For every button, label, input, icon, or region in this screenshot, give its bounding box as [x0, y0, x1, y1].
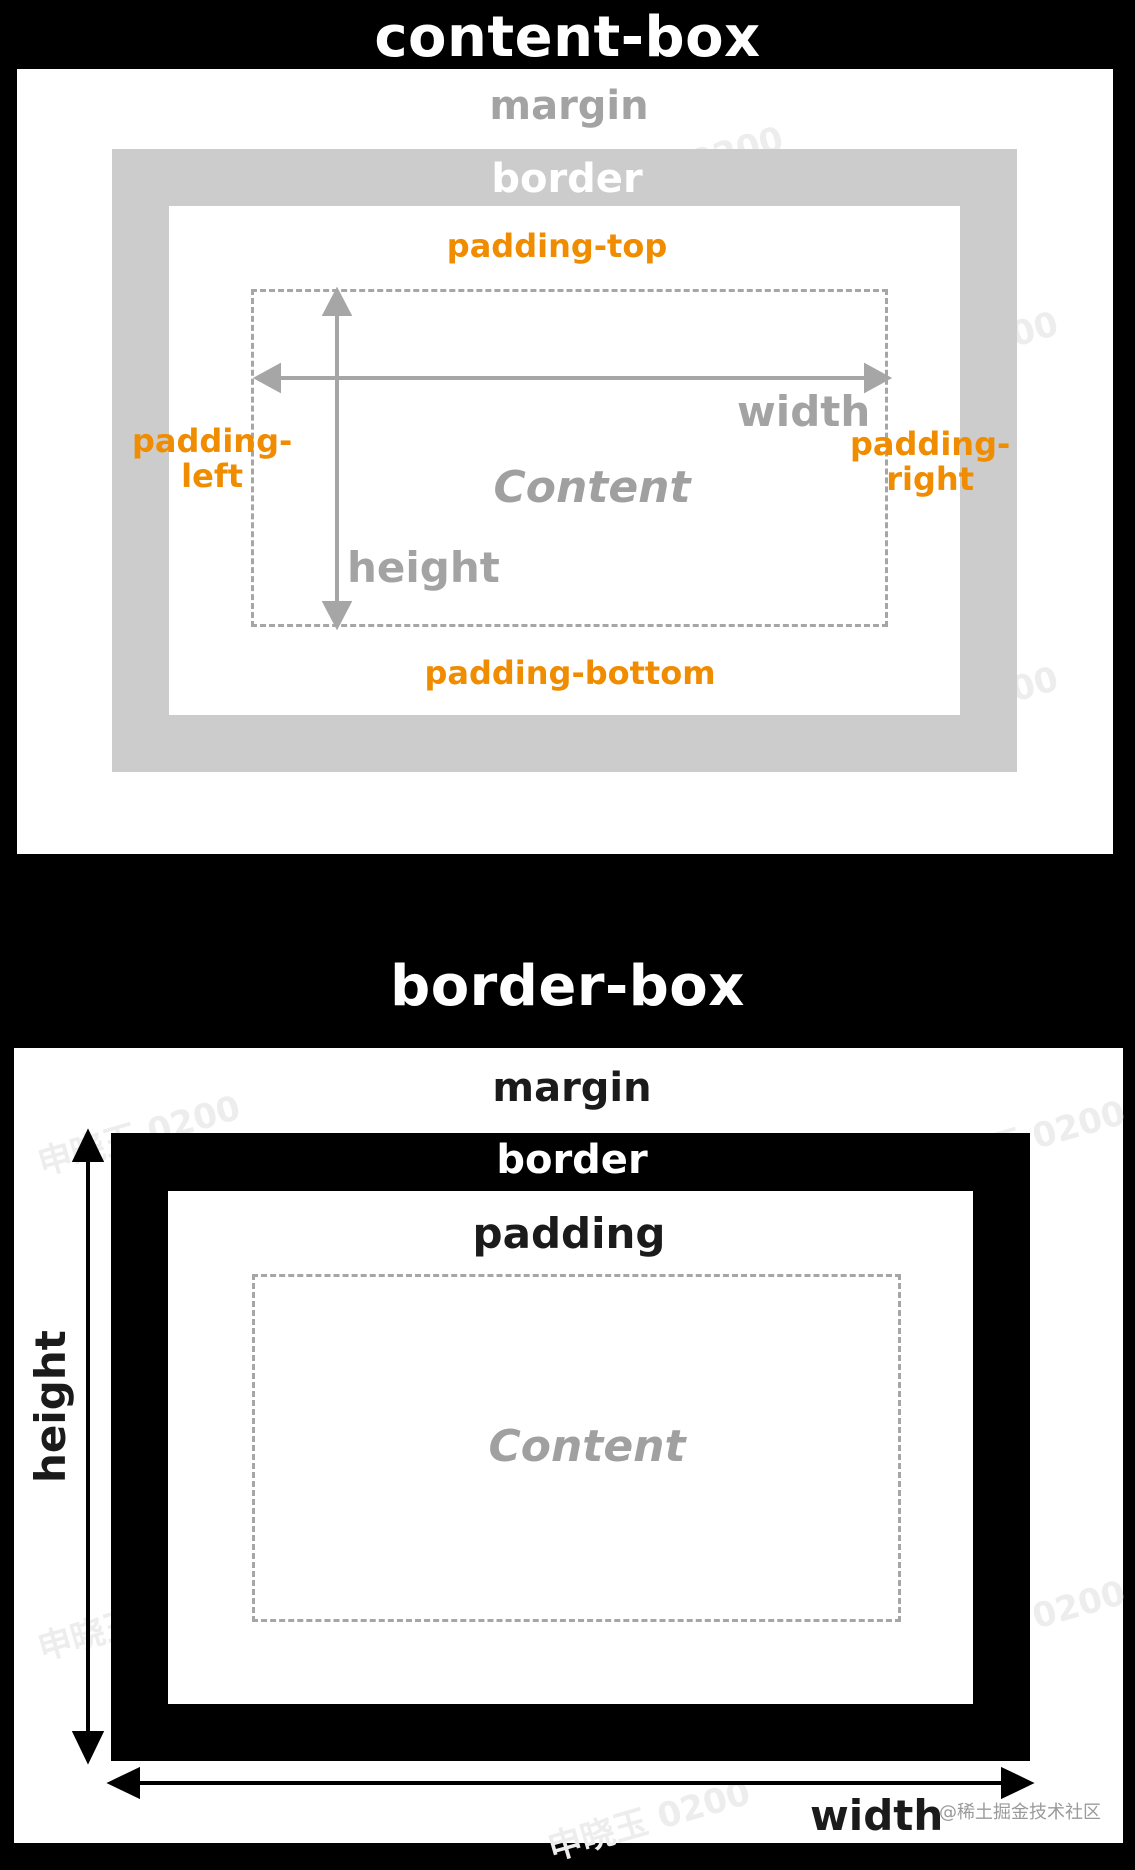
height-arrow-top-head — [71, 1128, 105, 1162]
padding-right-label: padding- right — [850, 425, 1011, 499]
height-arrow-bottom-head — [71, 1731, 105, 1765]
height-arrow-bottom-head — [321, 601, 353, 631]
width-label: width — [737, 387, 871, 436]
padding-left-label: padding- left — [132, 422, 293, 496]
site-watermark: @稀土掘金技术社区 — [939, 1802, 1101, 1823]
border-box-panel: 申晓玉 0200 申晓玉 0200 申晓玉 0200 申晓玉 0200 申晓玉 … — [14, 1048, 1130, 1869]
border-box-content-area — [252, 1274, 901, 1622]
border-box-dimension-arrows — [71, 1128, 1035, 1800]
padding-label: padding — [472, 1209, 666, 1258]
height-label: height — [26, 1330, 75, 1483]
width-label: width — [810, 1791, 944, 1840]
height-label: height — [347, 543, 500, 592]
width-arrow-right-head — [1001, 1766, 1035, 1800]
margin-label: margin — [489, 83, 649, 129]
content-box-title: content-box — [374, 5, 761, 70]
content-box-dimension-arrows — [252, 286, 893, 631]
content-box-content-area — [251, 289, 888, 627]
border-box-title: border-box — [390, 954, 745, 1019]
width-arrow-left-head — [252, 362, 281, 394]
width-arrow-right-head — [864, 362, 893, 394]
padding-bottom-label: padding-bottom — [424, 654, 716, 692]
margin-label: margin — [492, 1065, 652, 1111]
padding-top-label: padding-top — [446, 227, 668, 265]
content-label: Content — [488, 1421, 686, 1472]
content-label: Content — [493, 462, 691, 513]
height-arrow-top-head — [321, 286, 353, 316]
content-box-panel: 申晓玉 0200 申晓玉 0200 申晓玉 0200 申晓玉 0200 申晓玉 … — [17, 69, 1113, 854]
border-label: border — [491, 156, 643, 202]
width-arrow-left-head — [106, 1766, 140, 1800]
border-label: border — [496, 1137, 648, 1183]
